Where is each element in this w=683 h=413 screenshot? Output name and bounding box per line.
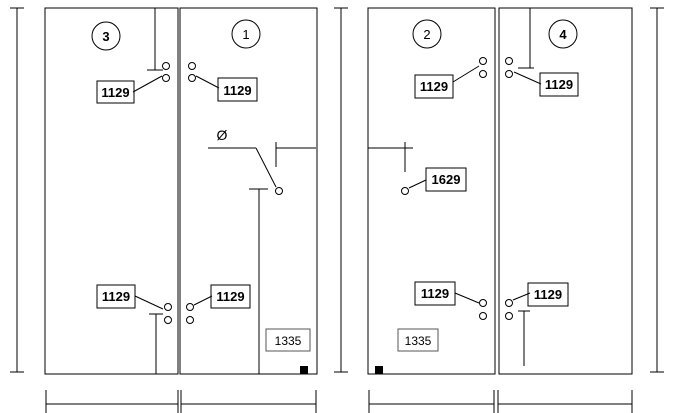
panel-4-number: 4 [559, 27, 567, 42]
panel-1-top-hinge [188, 62, 258, 102]
panel-3-bottom-hinge [96, 284, 172, 374]
panel-1-lock-code: 1335 [275, 334, 302, 348]
door-panel-2 [367, 7, 496, 375]
bottom-width-dimension-right [368, 390, 633, 413]
left-height-dimension-bar [10, 7, 24, 373]
panel-3-number: 3 [102, 29, 109, 44]
panel-2-center-hole-code: 1629 [432, 172, 461, 187]
panel-1-number-circle [231, 19, 261, 49]
panel-2-bottom-hinge [414, 281, 487, 320]
panel-2-lock [397, 328, 439, 352]
panel-2-bottom-hinge-code: 1129 [421, 286, 449, 301]
panel-4-top-hinge-code: 1129 [545, 77, 573, 92]
door-panel-1 [179, 7, 318, 375]
panel-1-bottom-hinge [186, 284, 251, 324]
panel-2-lock-code: 1335 [405, 334, 432, 348]
panel-1-lock [265, 328, 311, 352]
panel-2-number-circle [412, 19, 442, 49]
right-height-dimension-bar [650, 7, 664, 373]
panel-2-top-hinge-code: 1129 [420, 79, 448, 94]
panel-2-lock-marker [375, 366, 383, 374]
panel-1-top-hinge-code: 1129 [223, 83, 251, 98]
diameter-symbol: Ø [217, 127, 228, 143]
panel-4-top-hinge [505, 8, 579, 97]
panel-4-bottom-hinge [505, 282, 569, 366]
panel-2-center-hole [368, 142, 467, 195]
panel-3-top-hinge-code: 1129 [101, 85, 129, 100]
panel-1-number: 1 [242, 27, 249, 42]
panel-3-top-hinge [96, 8, 170, 104]
panel-2-number: 2 [423, 27, 430, 42]
panel-4-number-circle [548, 19, 578, 49]
bottom-width-dimension-left [45, 390, 317, 413]
panel-1-bottom-hinge-code: 1129 [216, 289, 244, 304]
panel-4-bottom-hinge-code: 1129 [534, 287, 562, 302]
panel-2-top-hinge [414, 57, 487, 99]
panel-1-lock-marker [300, 366, 308, 374]
panel-3-number-circle [91, 21, 121, 51]
middle-height-dimension-bar [334, 7, 348, 373]
panel-3-bottom-hinge-code: 1129 [102, 289, 130, 304]
door-panel-4 [498, 7, 633, 375]
door-panel-3 [44, 7, 179, 375]
panel-1-handle-hole [208, 142, 316, 374]
